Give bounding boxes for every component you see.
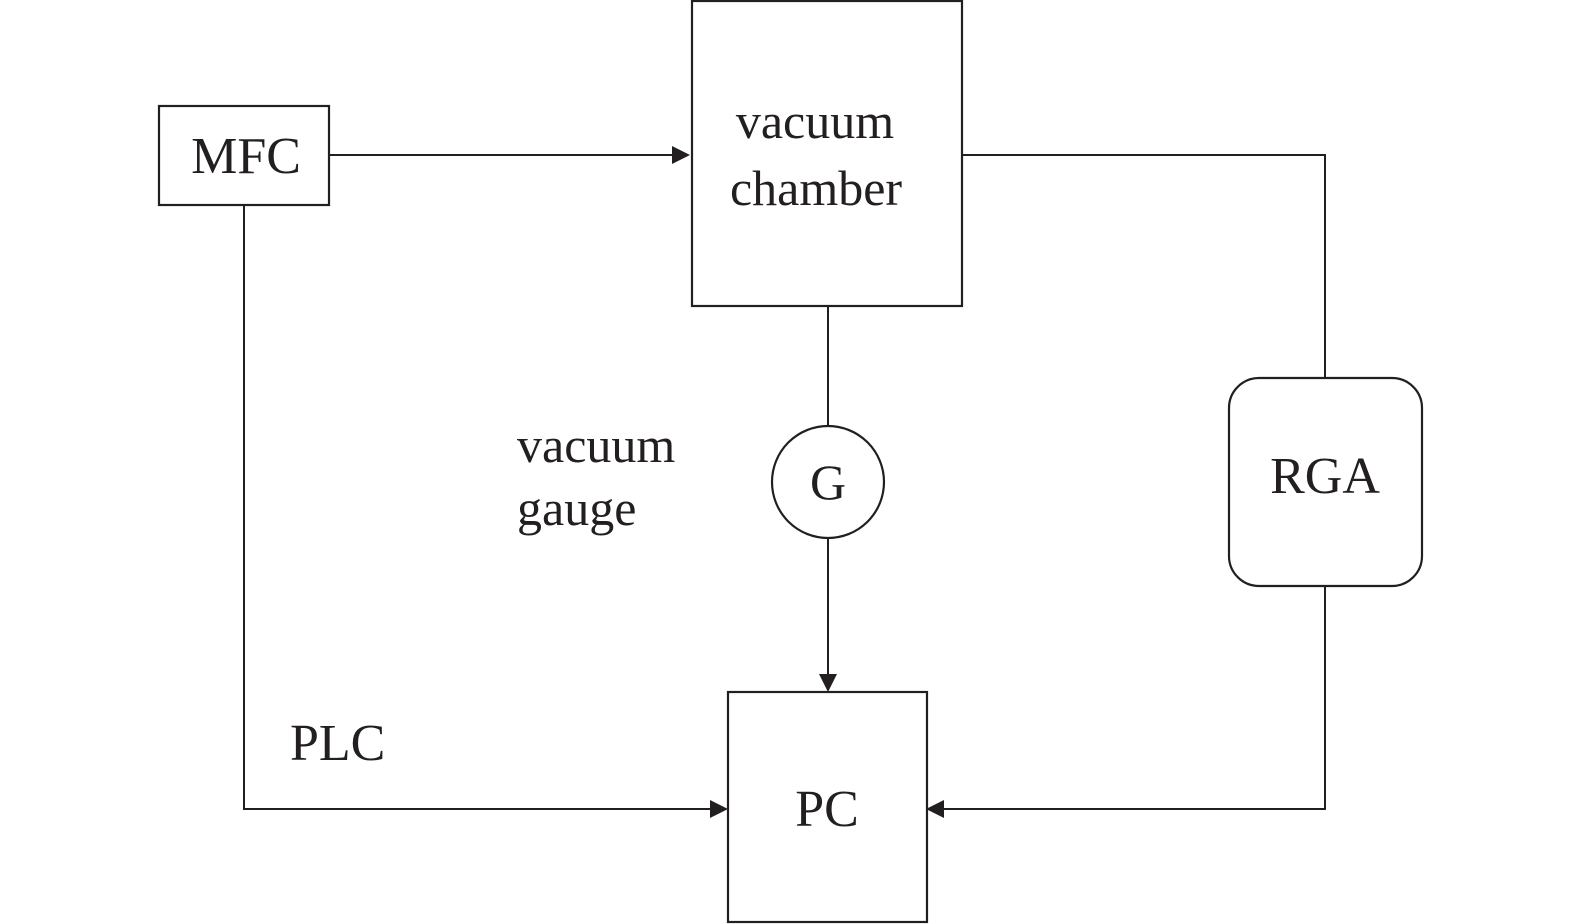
mfc-node: MFC: [157, 104, 331, 207]
mfc-label: MFC: [191, 128, 301, 185]
vacuum-gauge-caption-line-1: vacuum: [517, 417, 675, 473]
arrowhead-pc-right: [926, 800, 944, 818]
arrowhead-pc-top: [819, 674, 837, 692]
connector-rga-to-pc: [944, 587, 1326, 810]
pc-node: PC: [726, 690, 929, 924]
connector-mfc-to-pc-plc: [243, 205, 710, 810]
vacuum-gauge-symbol: G: [810, 454, 846, 510]
vacuum-chamber-box: [690, 0, 964, 308]
vacuum-gauge-circle: [770, 424, 886, 540]
pc-box: [726, 690, 929, 924]
rga-label: RGA: [1270, 448, 1380, 505]
vacuum-chamber-node: vacuum chamber: [690, 0, 964, 308]
connector-chamber-to-rga: [962, 154, 1326, 378]
mfc-box: [157, 104, 331, 207]
connections: [243, 146, 1326, 818]
vacuum-chamber-label-line-1: vacuum: [736, 93, 894, 149]
rga-box: [1227, 376, 1424, 588]
vacuum-gauge-node: G: [770, 424, 886, 540]
arrowhead-chamber-left: [672, 146, 690, 164]
rga-node: RGA: [1227, 376, 1424, 588]
arrowhead-pc-left: [710, 800, 728, 818]
vacuum-gauge-caption-line-2: gauge: [517, 480, 636, 536]
vacuum-chamber-label-line-2: chamber: [730, 160, 902, 216]
plc-label: PLC: [290, 715, 385, 772]
pc-label: PC: [795, 781, 859, 838]
